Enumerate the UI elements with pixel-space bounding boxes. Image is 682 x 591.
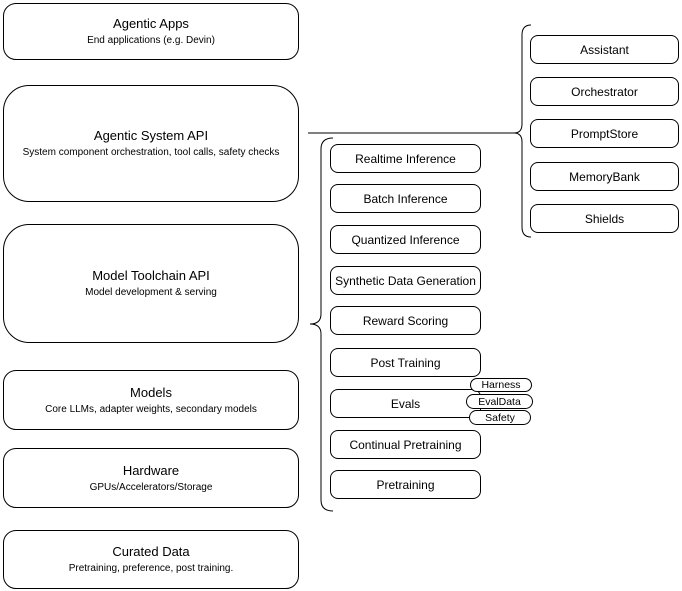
node-quantized-inference: Quantized Inference [330, 225, 481, 254]
node-evals: Evals [330, 389, 481, 418]
node-subtitle: GPUs/Accelerators/Storage [89, 481, 213, 493]
node-continual-pretraining: Continual Pretraining [330, 430, 481, 459]
node-title: Agentic System API [93, 128, 209, 143]
node-models: Models Core LLMs, adapter weights, secon… [3, 370, 299, 430]
node-title: Hardware [122, 462, 180, 478]
node-model-toolchain-api: Model Toolchain API Model development & … [3, 224, 299, 343]
system-group-brace [513, 24, 532, 238]
node-agentic-apps: Agentic Apps End applications (e.g. Devi… [3, 3, 299, 60]
node-synthetic-data-generation: Synthetic Data Generation [330, 266, 481, 295]
node-title: Curated Data [112, 544, 190, 559]
node-title: Agentic Apps [113, 16, 189, 31]
node-subtitle: System component orchestration, tool cal… [22, 147, 280, 158]
node-assistant: Assistant [530, 35, 679, 64]
node-promptstore: PromptStore [530, 119, 679, 148]
node-hardware: Hardware GPUs/Accelerators/Storage [3, 448, 299, 508]
node-pretraining: Pretraining [330, 470, 481, 499]
node-realtime-inference: Realtime Inference [330, 144, 481, 173]
node-agentic-system-api: Agentic System API System component orch… [3, 85, 299, 202]
node-curated-data: Curated Data Pretraining, preference, po… [3, 530, 299, 589]
node-subtitle: End applications (e.g. Devin) [87, 35, 215, 46]
pill-harness: Harness [470, 378, 532, 392]
node-subtitle: Model development & serving [85, 287, 217, 298]
node-title: Model Toolchain API [92, 268, 210, 283]
pill-evaldata: EvalData [466, 394, 533, 409]
node-batch-inference: Batch Inference [330, 184, 481, 213]
node-orchestrator: Orchestrator [530, 77, 679, 106]
node-title: Models [130, 384, 172, 400]
node-shields: Shields [530, 204, 679, 233]
node-subtitle: Pretraining, preference, post training. [68, 563, 234, 574]
pill-safety: Safety [469, 410, 531, 425]
node-reward-scoring: Reward Scoring [330, 306, 481, 335]
node-memorybank: MemoryBank [530, 162, 679, 191]
node-post-training: Post Training [330, 348, 481, 377]
node-subtitle: Core LLMs, adapter weights, secondary mo… [45, 403, 257, 415]
